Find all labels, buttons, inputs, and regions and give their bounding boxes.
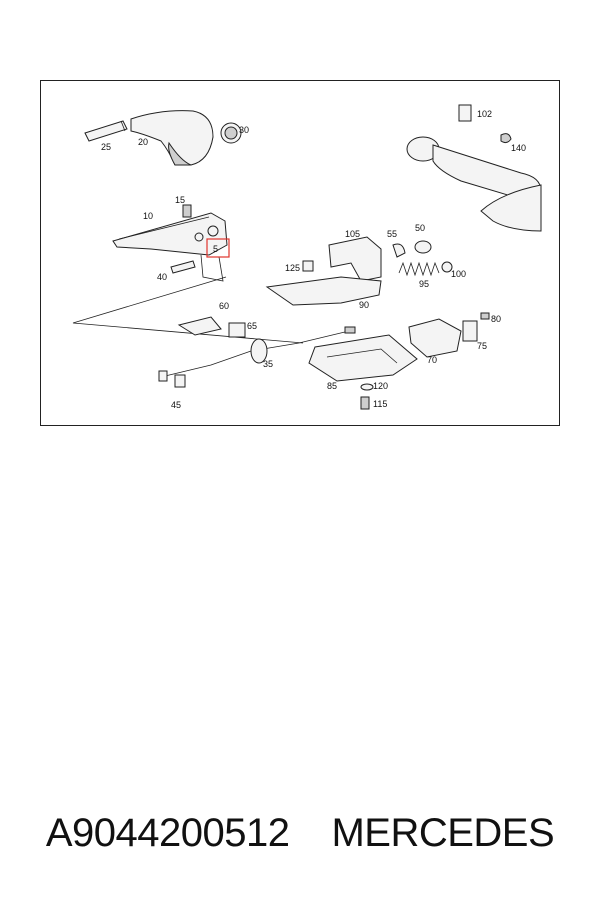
callout-70: 70 [427, 355, 437, 365]
callout-50: 50 [415, 223, 425, 233]
brake-cable-part [160, 326, 356, 378]
highlighted-part-5 [206, 238, 230, 258]
lever-bracket-part [112, 212, 228, 282]
callout-20: 20 [138, 137, 148, 147]
assembly-leader-line [72, 276, 304, 344]
callout-30: 30 [239, 125, 249, 135]
bolt-40-part [170, 260, 196, 274]
bracket-105-part [328, 236, 382, 282]
callout-100: 100 [451, 269, 466, 279]
part-number: A9044200512 [45, 810, 290, 855]
bolt-15-part [182, 204, 192, 218]
lever-mount-assembly [406, 104, 542, 232]
callout-140: 140 [511, 143, 526, 153]
cable-guide-90-part [265, 276, 382, 306]
bracket-75-part [462, 320, 478, 342]
bushing-50-part [414, 240, 432, 254]
clamp-65-part [228, 322, 246, 338]
callout-85: 85 [327, 381, 337, 391]
screw-120-part [360, 383, 374, 391]
callout-10: 10 [143, 211, 153, 221]
callout-15: 15 [175, 195, 185, 205]
callout-45: 45 [171, 400, 181, 410]
callout-80: 80 [491, 314, 501, 324]
callout-120: 120 [373, 381, 388, 391]
callout-35: 35 [263, 359, 273, 369]
callout-55: 55 [387, 229, 397, 239]
callout-105: 105 [345, 229, 360, 239]
callout-75: 75 [477, 341, 487, 351]
callout-5: 5 [213, 244, 218, 254]
brand-name: MERCEDES [331, 810, 555, 855]
handle-grip-part [84, 120, 128, 142]
bracket-60-part [177, 316, 222, 336]
spring-95-part [398, 261, 440, 277]
callout-60: 60 [219, 301, 229, 311]
exploded-view-drawing: 25 20 30 102 140 15 10 5 40 105 55 50 12… [72, 104, 542, 410]
callout-40: 40 [157, 272, 167, 282]
nut-125-part [302, 260, 314, 272]
clip-55-part [392, 243, 406, 258]
screw-115-part [360, 396, 370, 410]
callout-125: 125 [285, 263, 300, 273]
cap-part [220, 122, 242, 144]
screw-80-part [480, 312, 490, 320]
callout-95: 95 [419, 279, 429, 289]
mounting-tray-part [308, 334, 418, 382]
callout-115: 115 [373, 399, 387, 409]
lever-cover-part [130, 110, 214, 166]
parts-diagram: 25 20 30 102 140 15 10 5 40 105 55 50 12… [40, 80, 560, 426]
callout-25: 25 [101, 142, 111, 152]
control-unit-70-part [408, 318, 462, 358]
cable-end-45-part [158, 370, 186, 388]
part-caption: A9044200512 MERCEDES [0, 798, 600, 868]
callout-65: 65 [247, 321, 257, 331]
washer-100-part [441, 261, 453, 273]
callout-102: 102 [477, 109, 492, 119]
callout-90: 90 [359, 300, 369, 310]
